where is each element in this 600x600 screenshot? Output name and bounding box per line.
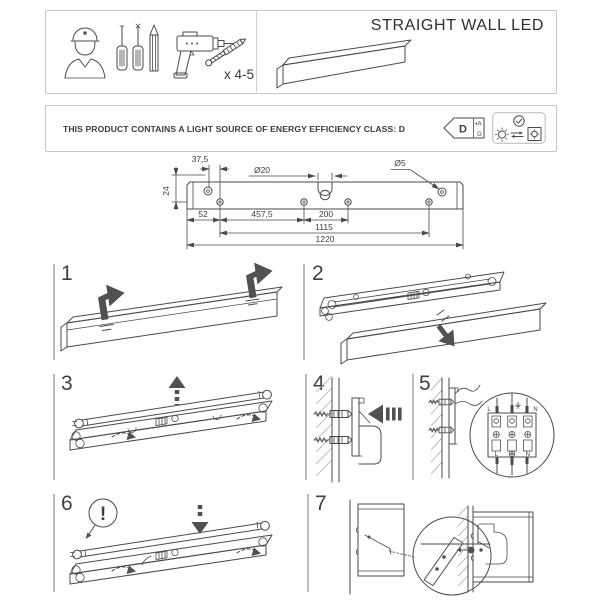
energy-scale-top: A [477,122,481,128]
product-title: STRAIGHT WALL LED [370,17,544,34]
screwdriver-icon [116,25,128,71]
dim-mounting-span: 1115 [315,222,333,232]
terminal-label-line-bottom: L [495,452,499,458]
replaceable-lightsource-icon [492,112,546,144]
step-number-6: 6 [61,492,73,515]
wall-anchor-icon [313,410,353,418]
product-render [276,39,412,89]
led-tube [72,389,272,429]
step-number-1: 1 [61,262,73,285]
step7-illustration [349,499,534,596]
energy-notice-text: THIS PRODUCT CONTAINS A LIGHT SOURCE OF … [63,123,406,134]
drill-icon [173,31,234,79]
step2-illustration [319,271,547,365]
unlock-arrow-icon [246,262,273,299]
anchor-count-label: x 4-5 [224,67,254,82]
wall-section [315,375,340,483]
cable-slot [317,181,333,196]
terminal-block [407,288,430,300]
screwdriver-icon [132,23,144,71]
terminal-label-neutral-top: N [533,407,537,413]
step-divider [307,494,309,592]
fixture-bar [60,286,283,352]
step3-illustration [69,376,273,451]
rotate-arrow-icon [111,565,136,574]
energy-class-letter: D [459,124,467,136]
terminal-label-neutral-bottom: N [526,452,530,458]
step-number-5: 5 [419,372,431,395]
dim-hole-spacing-a: 457,5 [251,209,273,219]
fixture-chassis [69,534,273,585]
unlock-arrow-icon [98,284,125,321]
terminal-label-line-top: L [487,407,491,413]
side-view-hooking [349,499,405,595]
wall-anchor-icon [428,398,455,406]
step4-illustration [313,375,402,483]
step-divider [53,494,55,592]
step-number-7: 7 [315,492,327,515]
fixture-chassis [319,271,505,321]
warning-mark: ! [100,504,106,525]
swap-arrows-icon [510,131,524,139]
step-number-3: 3 [61,372,73,395]
rotate-arrow-icon [236,547,261,556]
energy-scale-bottom: G [477,132,482,138]
step-number-4: 4 [313,372,325,395]
step-divider [53,264,55,360]
boxed-lamp-icon [527,127,542,141]
step1-illustration [60,262,283,352]
push-down-arrow-icon [191,505,209,534]
header-divider [256,11,257,92]
header-box [45,10,557,94]
terminal-block [155,414,179,426]
energy-notice-box: THIS PRODUCT CONTAINS A LIGHT SOURCE OF … [45,105,557,152]
rotate-arrow-icon [111,431,136,440]
fixture-cover [340,302,547,365]
push-left-arrow-icon [368,404,402,424]
bracket-profile [448,384,483,445]
dim-hole-offset: 37,5 [192,154,209,164]
latch-detail-magnifier [412,516,492,596]
dimension-drawing: 37,5 24 Ø20 Ø5 52 457,5 200 1115 1220 [161,154,464,250]
step-divider [412,374,414,480]
wiring-detail-magnifier: L N L N [469,392,555,478]
step-divider [305,374,307,480]
tools-illustration: x 4-5 [64,23,254,82]
pull-up-arrow-icon [168,376,186,405]
energy-class-tag-icon: D A G [443,117,485,139]
installer-icon [64,27,106,79]
remove-arrow-icon [436,324,455,347]
step6-illustration: ! [69,498,273,585]
dim-hole-spacing-b: 200 [319,209,333,219]
bracket-profile [351,397,382,465]
wall-plug-icon [205,38,247,67]
wall-anchor-icon [428,426,455,434]
terminal-block [141,548,179,566]
warning-icon: ! [85,498,118,539]
rotate-arrow-icon [236,413,261,422]
dim-edge-to-first-hole: 52 [198,209,208,219]
dim-hole-diameter: Ø5 [394,158,406,168]
wall-anchor-icon [313,436,353,444]
step-divider [303,264,305,360]
dim-vertical-offset: 24 [161,186,171,196]
fixture-chassis [69,400,273,451]
pencil-icon [149,24,159,72]
side-view-mounted [457,505,534,593]
led-tube [70,520,270,560]
step-divider [53,374,55,480]
dim-total-length: 1220 [316,234,335,244]
lamp-icon [494,127,510,142]
earth-symbol-icon [515,401,521,409]
step-number-2: 2 [312,262,324,285]
dim-slot-diameter: Ø20 [254,165,270,175]
step5-illustration: L N L N [428,377,555,479]
